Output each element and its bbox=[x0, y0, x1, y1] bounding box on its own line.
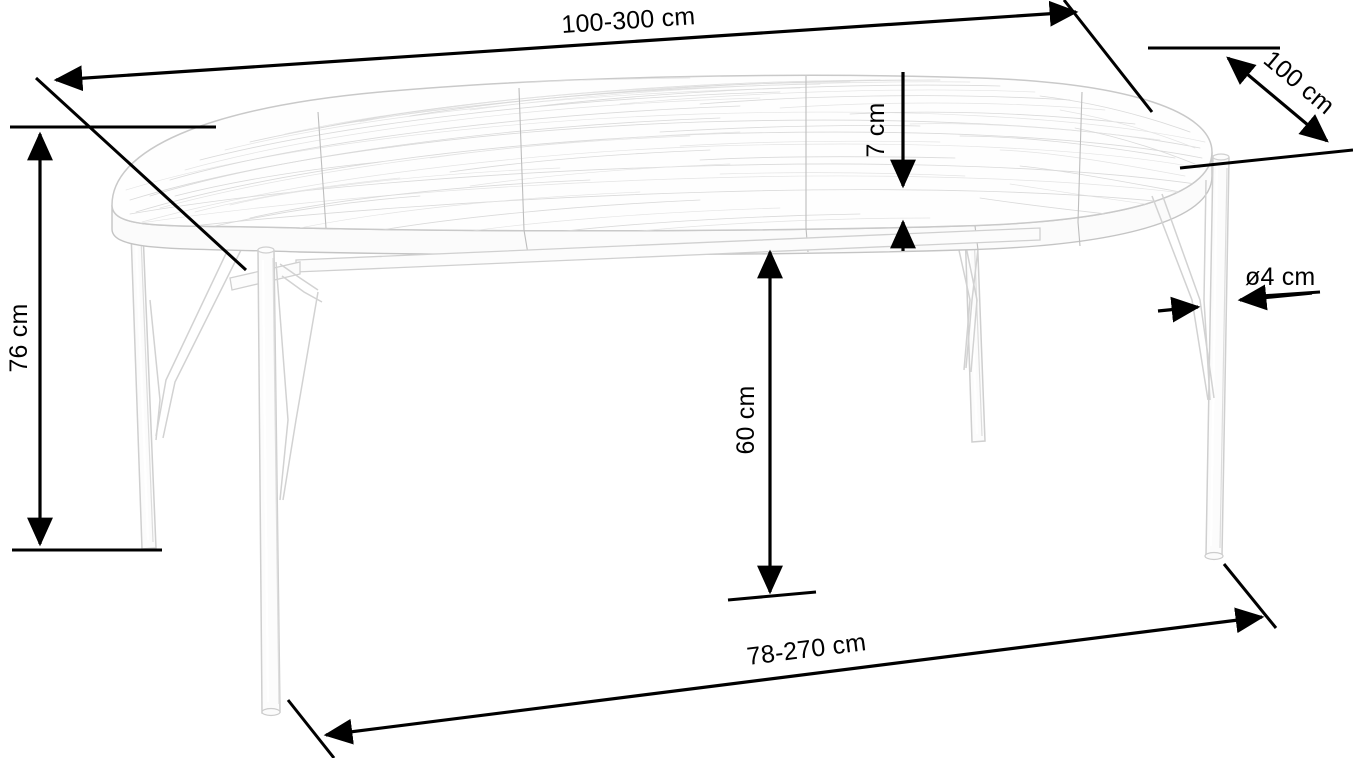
dimension-label-width: 100-300 cm bbox=[561, 2, 697, 39]
dimension-label-clearance-height: 60 cm bbox=[732, 385, 760, 454]
dimension-label-base-length: 78-270 cm bbox=[745, 628, 867, 671]
dimension-total-height: 76 cm bbox=[5, 125, 216, 552]
dimension-label-total-height: 76 cm bbox=[5, 303, 33, 372]
leg-front-left bbox=[257, 246, 281, 717]
table-legs-front bbox=[257, 153, 1230, 717]
dimension-top-thickness: 7 cm bbox=[862, 72, 916, 251]
leg-rear-left bbox=[130, 231, 157, 550]
dimension-label-leg-diameter: ø4 cm bbox=[1245, 263, 1315, 291]
dimension-label-top-thickness: 7 cm bbox=[862, 103, 890, 158]
leg-front-right bbox=[1204, 153, 1230, 561]
dimension-leg-diameter: ø4 cm bbox=[1157, 263, 1321, 323]
leg-rear-right bbox=[964, 227, 986, 443]
leg-brace-front-left bbox=[275, 261, 323, 501]
dimension-label-depth: 100 cm bbox=[1258, 45, 1340, 120]
table-illustration bbox=[111, 74, 1230, 717]
dimension-clearance-height: 60 cm bbox=[727, 249, 817, 602]
tabletop-extension-seams bbox=[317, 76, 1083, 255]
dimension-base-length: 78-270 cm bbox=[286, 563, 1278, 758]
leg-brace-rear-left bbox=[149, 242, 244, 441]
